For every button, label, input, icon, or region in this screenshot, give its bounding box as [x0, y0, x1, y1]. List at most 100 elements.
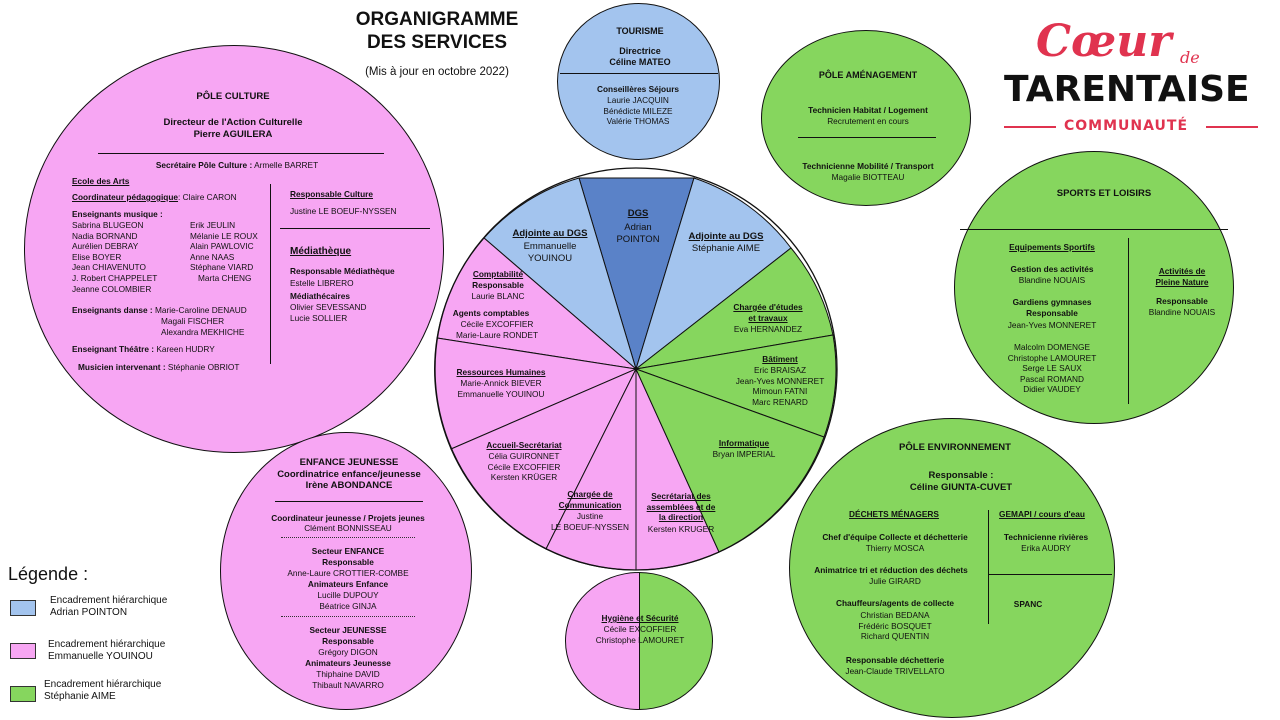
wheel-compta-name: Laurie BLANC — [471, 291, 525, 301]
title-line-2: DES SERVICES — [366, 32, 508, 53]
sports-title: SPORTS ET LOISIRS — [1056, 188, 1152, 199]
culture-secretary-name: Armelle BARRET — [254, 160, 319, 170]
list-item: Malcolm DOMENGE — [1013, 342, 1091, 352]
wheel-secr-name: Kersten KRUGER — [647, 524, 715, 534]
wheel-secr-title-1: Secrétariat des — [651, 491, 711, 501]
tourisme-dir-name: Céline MATEO — [609, 57, 671, 67]
amenagement-role-2: Technicienne Mobilité / Transport — [802, 161, 934, 171]
wheel-comm-title-2: Communication — [558, 499, 622, 510]
wheel-dgs-name-2: POINTON — [616, 234, 660, 245]
list-item: Emmanuelle YOUINOU — [457, 388, 545, 399]
list-item: Sabrina BLUGEON — [72, 220, 144, 230]
enfance-cj-name: Clément BONNISSEAU — [304, 523, 392, 533]
list-item: Marie-Annick BIEVER — [460, 378, 542, 388]
wheel-batiment-names: Eric BRAISAZ Jean-Yves MONNERET Mimoun F… — [736, 365, 825, 407]
wheel-info-title: Informatique — [718, 438, 770, 448]
culture-mediathecaires-title: Médiathécaires — [290, 291, 350, 301]
culture-musique-col1: Sabrina BLUGEON Nadia BORNAND Aurélien D… — [72, 220, 157, 294]
sports-pleine-title: Activités de Pleine Nature — [1155, 266, 1208, 287]
tourisme-sej-title: Conseillères Séjours — [596, 84, 680, 94]
environnement-title: PÔLE ENVIRONNEMENT — [899, 442, 1011, 453]
culture-director: Directeur de l'Action Culturelle Pierre … — [164, 117, 303, 141]
legend-item-3-line-2: Stéphanie AIME — [44, 691, 116, 702]
culture-resp-divider — [280, 228, 430, 229]
environnement-resp-name: Céline GIUNTA-CUVET — [909, 482, 1013, 493]
culture-musicien-title: Musicien intervenant : — [78, 362, 166, 372]
sports-pleine-title-2: Pleine Nature — [1155, 276, 1209, 287]
logo: Cœur de TARENTAISE COMMUNAUTÉ — [1000, 18, 1262, 143]
wheel-rh-title: Ressources Humaines — [456, 367, 546, 377]
environnement-column-divider — [988, 510, 989, 624]
pole-culture-circle — [24, 45, 444, 453]
wheel-adj-right-title: Adjointe au DGS — [688, 231, 764, 242]
list-item: Stéphane VIARD — [190, 262, 254, 273]
list-item: Frédéric BOSQUET — [858, 620, 932, 631]
logo-sub-word: COMMUNAUTÉ — [1064, 118, 1189, 134]
culture-danse-more: Magali FISCHER Alexandra MEKHICHE — [161, 316, 244, 337]
sports-pleine-title-1: Activités de — [1158, 266, 1206, 276]
environnement-chef-name: Thierry MOSCA — [865, 543, 925, 553]
environnement-tech-riv-name: Erika AUDRY — [1021, 543, 1071, 553]
sports-column-divider — [1128, 238, 1129, 404]
culture-danse-title: Enseignants danse : — [72, 305, 153, 315]
environnement-circle — [789, 418, 1115, 718]
list-item: Kersten KRÜGER — [490, 472, 558, 483]
wheel-compta-title: Comptabilité — [472, 269, 524, 279]
sports-gestion-title: Gestion des activités — [1010, 264, 1094, 274]
wheel-batiment-title: Bâtiment — [762, 354, 798, 364]
legend-item-1-line-2: Adrian POINTON — [50, 607, 128, 618]
logo-script: Cœur — [1036, 16, 1172, 67]
wheel-secr-title-2: assemblées et de — [646, 501, 716, 512]
amenagement-role-1: Technicien Habitat / Logement — [808, 105, 928, 115]
environnement-tech-riv-title: Technicienne rivières — [1003, 532, 1089, 542]
list-item: Célia GUIRONNET — [488, 451, 560, 461]
wheel-etudes-title: Chargée d'études et travaux — [733, 302, 802, 323]
environnement-animatrice-name: Julie GIRARD — [869, 576, 921, 586]
wheel-comm-name-2: LE BOEUF-NYSSEN — [551, 521, 629, 532]
sports-pleine-resp: Responsable — [1156, 296, 1208, 306]
list-item: Bénédicte MILEZE — [603, 105, 673, 116]
list-item: Christian BEDANA — [860, 610, 930, 620]
wheel-sector-batiment — [634, 334, 837, 438]
environnement-resp: Responsable : Céline GIUNTA-CUVET — [910, 470, 1012, 494]
wheel-etudes-name: Eva HERNANDEZ — [733, 324, 803, 334]
enfance-secteur-jeu-title: Secteur JEUNESSE — [309, 625, 387, 635]
list-item: J. Robert CHAPPELET — [72, 272, 158, 283]
list-item: Marta CHENG — [198, 272, 252, 283]
culture-danse: Enseignants danse : Marie-Caroline DENAU… — [72, 305, 247, 316]
wheel-rh-names: Marie-Annick BIEVER Emmanuelle YOUINOU — [458, 378, 545, 399]
sports-gardiens-title: Gardiens gymnases Responsable — [1013, 297, 1092, 318]
list-item: Marie-Laure RONDET — [455, 329, 539, 340]
amenagement-name-2: Magalie BIOTTEAU — [831, 172, 905, 182]
enfance-divider — [275, 501, 423, 502]
sports-gardiens-title-1: Gardiens gymnases — [1012, 297, 1092, 307]
sports-circle — [954, 151, 1234, 424]
culture-mediatheque-title: Médiathèque — [290, 246, 352, 257]
wheel-dgs-title: DGS — [627, 208, 649, 219]
wheel-secr-title-3: la direction — [658, 512, 704, 523]
wheel-etudes-title-1: Chargée d'études — [733, 302, 803, 312]
wheel-adj-left-name-2: YOUINOU — [527, 253, 573, 264]
wheel-compta-resp: Responsable — [472, 280, 524, 290]
culture-theatre-name: Kareen HUDRY — [156, 344, 215, 354]
wheel-adj-left-title: Adjointe au DGS — [512, 228, 588, 239]
environnement-chauffeurs-names: Christian BEDANA Frédéric BOSQUET Richar… — [858, 610, 931, 642]
amenagement-title: PÔLE AMÉNAGEMENT — [818, 70, 918, 80]
environnement-spanc: SPANC — [1013, 599, 1043, 609]
legend-swatch-blue — [10, 600, 36, 616]
environnement-dechets-title: DÉCHETS MÉNAGERS — [849, 509, 939, 519]
list-item: Elise BOYER — [72, 251, 122, 262]
culture-divider — [98, 153, 384, 154]
tourisme-dir-role: Directrice — [619, 46, 661, 56]
enfance-dotted-divider-2 — [281, 616, 415, 617]
culture-secretary: Secrétaire Pôle Culture : Armelle BARRET — [156, 160, 318, 171]
sports-gardiens-title-2: Responsable — [1026, 307, 1078, 318]
wheel-comm-name: Justine LE BOEUF-NYSSEN — [551, 511, 629, 532]
culture-resp-media-name: Estelle LIBRERO — [290, 278, 354, 288]
wheel-adj-right-name: Stéphanie AIME — [691, 243, 761, 254]
culture-secretary-role: Secrétaire Pôle Culture : — [155, 160, 253, 170]
enfance-anim-jeu-title: Animateurs Jeunesse — [305, 658, 391, 668]
culture-director-role: Directeur de l'Action Culturelle — [163, 117, 303, 128]
wheel-agents-title: Agents comptables — [452, 308, 530, 318]
enfance-secteur-enf-name: Anne-Laure CROTTIER-COMBE — [287, 568, 409, 578]
